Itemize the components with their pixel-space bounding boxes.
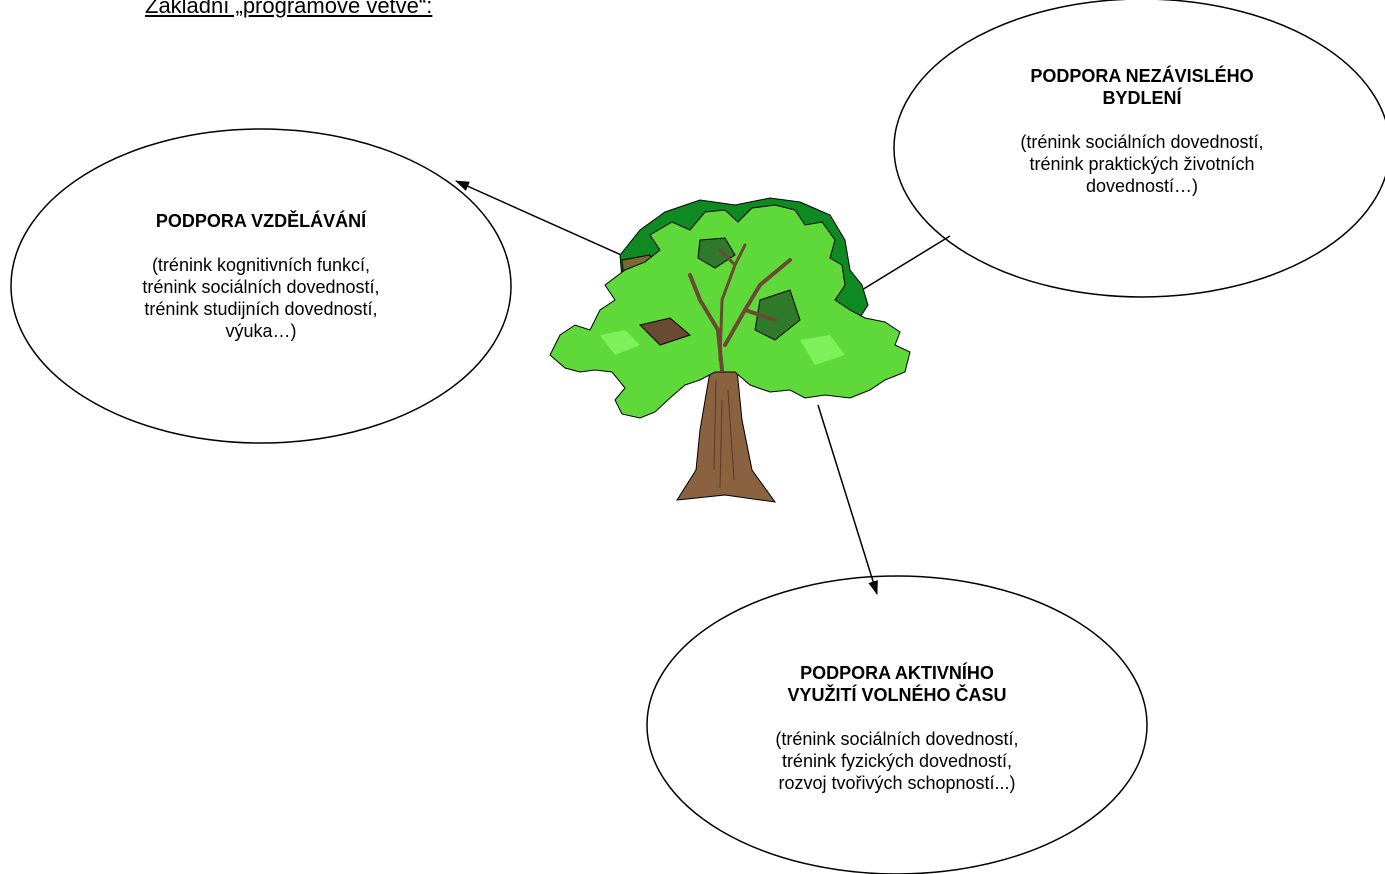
node-housing-description: (trénink sociálních dovedností, trénink … (942, 131, 1342, 197)
node-leisure-title-line: VYUŽITÍ VOLNÉHO ČASU (787, 685, 1007, 705)
connector-to-housing (856, 235, 951, 294)
node-education-desc-line: trénink studijních dovedností, (144, 299, 378, 319)
node-education-ellipse (10, 128, 512, 444)
node-education-desc-line: (trénink kognitivních funkcí, (151, 255, 371, 275)
node-education-desc-line: výuka…) (225, 321, 297, 341)
node-leisure-title: PODPORA AKTIVNÍHO VYUŽITÍ VOLNÉHO ČASU (697, 662, 1097, 706)
node-leisure-desc-line: rozvoj tvořivých schopností...) (778, 773, 1016, 793)
node-leisure-description: (trénink sociálních dovedností, trénink … (697, 728, 1097, 794)
node-leisure-desc-line: trénink fyzických dovedností, (781, 751, 1013, 771)
node-housing-title-line: BYDLENÍ (1102, 88, 1182, 108)
arrow-to-leisure (817, 404, 878, 595)
arrow-to-education (455, 180, 629, 259)
node-housing-ellipse (893, 0, 1385, 298)
node-housing-desc-line: trénink praktických životních (1029, 154, 1255, 174)
node-education: PODPORA VZDĚLÁVÁNÍ (trénink kognitivních… (61, 210, 461, 342)
node-housing-desc-line: dovedností…) (1085, 176, 1199, 196)
node-housing-desc-line: (trénink sociálních dovedností, (1020, 132, 1264, 152)
node-leisure-title-line: PODPORA AKTIVNÍHO (800, 663, 994, 683)
page-heading: Základní „programové větve“: (145, 0, 433, 18)
tree-icon (549, 197, 911, 503)
node-housing: PODPORA NEZÁVISLÉHO BYDLENÍ (trénink soc… (942, 65, 1342, 197)
node-education-description: (trénink kognitivních funkcí, trénink so… (61, 254, 461, 342)
node-leisure-ellipse (646, 575, 1148, 874)
node-housing-title: PODPORA NEZÁVISLÉHO BYDLENÍ (942, 65, 1342, 109)
node-education-desc-line: trénink sociálních dovedností, (142, 277, 380, 297)
node-leisure-desc-line: (trénink sociálních dovedností, (775, 729, 1019, 749)
node-housing-title-line: PODPORA NEZÁVISLÉHO (1030, 66, 1254, 86)
node-education-title: PODPORA VZDĚLÁVÁNÍ (61, 210, 461, 232)
node-leisure: PODPORA AKTIVNÍHO VYUŽITÍ VOLNÉHO ČASU (… (697, 662, 1097, 794)
node-education-title-line: PODPORA VZDĚLÁVÁNÍ (155, 211, 367, 231)
